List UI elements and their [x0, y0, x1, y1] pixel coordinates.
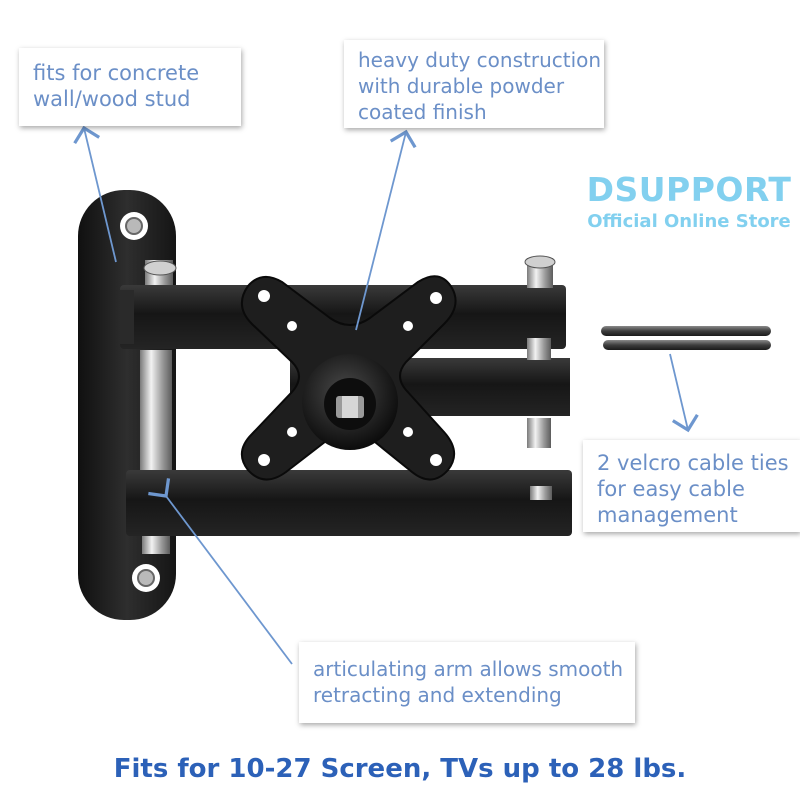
brand-name: DSUPPORT — [586, 170, 792, 209]
callout-arm-line2: retracting and extending — [313, 683, 562, 707]
callout-construction-line2: with durable powder — [358, 74, 565, 98]
arm-arrow — [148, 478, 293, 665]
callout-wall-line1: fits for concrete — [33, 61, 200, 85]
callout-construction: heavy duty construction with durable pow… — [344, 40, 604, 128]
ties-arrow — [669, 353, 699, 433]
lower-arm — [126, 470, 572, 536]
brand-subtitle: Official Online Store — [587, 211, 791, 232]
vesa-plate — [241, 275, 457, 481]
callout-construction-line1: heavy duty construction — [358, 48, 602, 72]
callout-wall-mount: fits for concrete wall/wood stud — [19, 48, 241, 126]
callout-ties-line2: for easy cable — [597, 477, 745, 501]
brand-logo: DSUPPORT Official Online Store — [582, 170, 796, 232]
arm-pivot-poles — [143, 255, 556, 500]
construction-arrow — [355, 129, 417, 331]
callout-arrows — [73, 125, 699, 665]
callout-ties-line1: 2 velcro cable ties — [597, 451, 789, 475]
callout-wall-line2: wall/wood stud — [33, 87, 191, 111]
callout-arm-line1: articulating arm allows smooth — [313, 657, 624, 681]
callout-articulating-arm: articulating arm allows smooth retractin… — [299, 642, 635, 723]
plate-pivot-pole — [140, 260, 173, 554]
velcro-cable-ties — [601, 326, 771, 350]
callout-ties-line3: management — [597, 503, 738, 527]
callout-cable-ties: 2 velcro cable ties for easy cable manag… — [583, 440, 800, 532]
screen-size-caption: Fits for 10-27 Screen, TVs up to 28 lbs. — [113, 754, 687, 784]
wall-arrow — [73, 125, 117, 263]
callout-construction-line3: coated finish — [358, 100, 487, 124]
